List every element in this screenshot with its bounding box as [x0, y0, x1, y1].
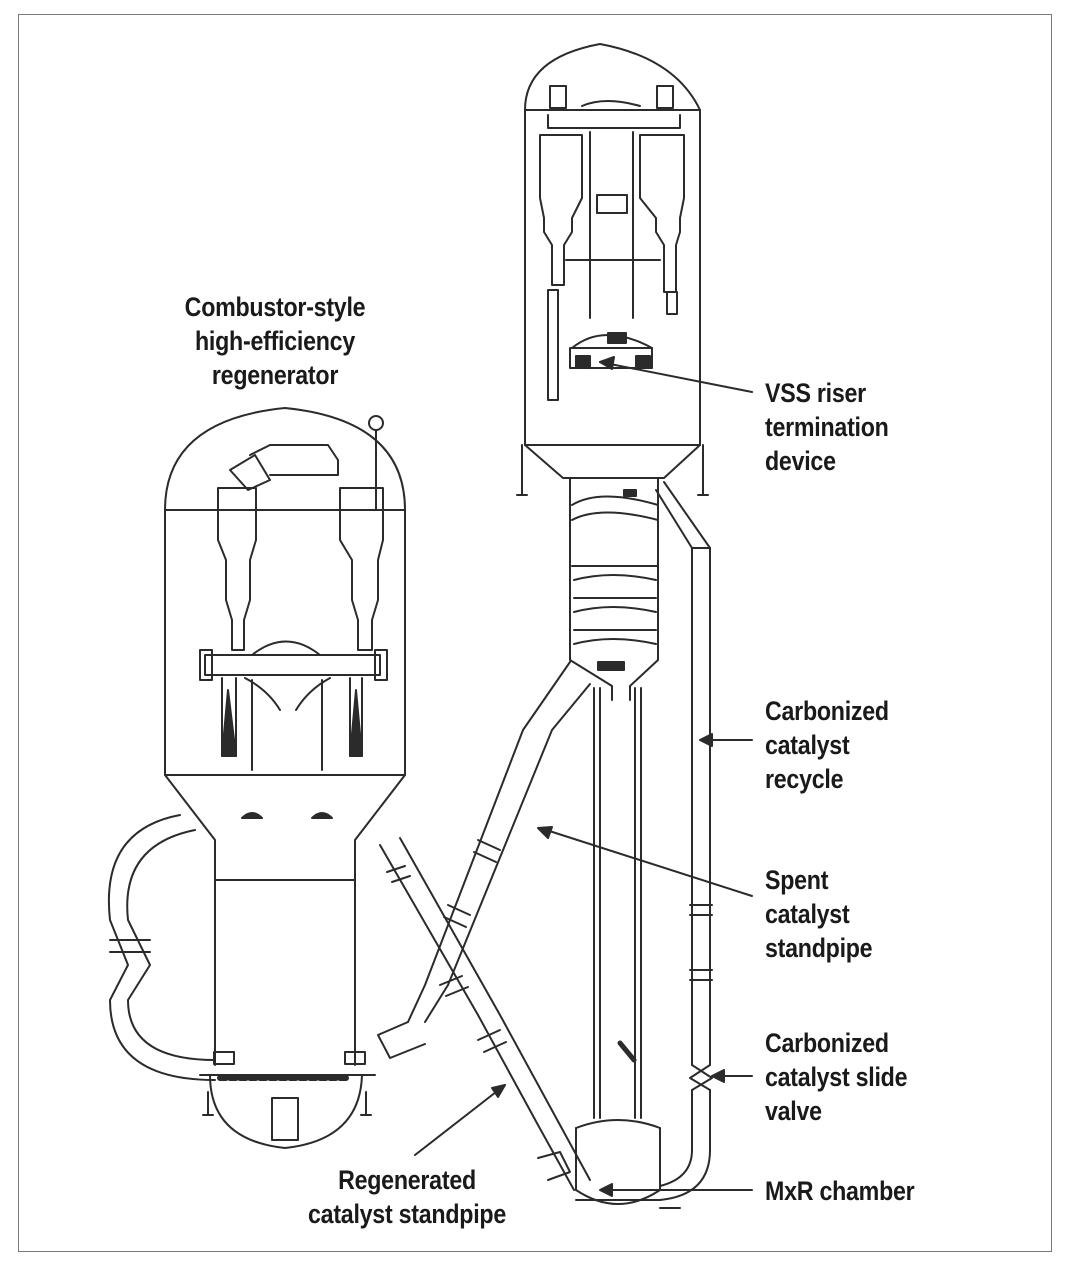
label-line: device: [765, 446, 836, 476]
carbonized-catalyst-recycle-pipe: [655, 481, 713, 1201]
figure-frame: [18, 14, 1052, 1252]
label-line: catalyst standpipe: [308, 1199, 506, 1229]
label-line: high-efficiency: [195, 326, 355, 356]
regenerator-vessel: [107, 407, 406, 1149]
reactor-vessel: [516, 43, 709, 496]
label-carbonized-catalyst-slide-valve: Carbonized catalyst slide valve: [765, 1026, 908, 1128]
spent-catalyst-standpipe: [377, 661, 591, 1059]
label-line: Regenerated: [338, 1165, 476, 1195]
label-spent-catalyst-standpipe: Spent catalyst standpipe: [765, 863, 873, 965]
label-line: recycle: [765, 764, 844, 794]
label-mxr-chamber: MxR chamber: [765, 1174, 915, 1208]
label-line: MxR chamber: [765, 1176, 915, 1206]
riser: [593, 687, 642, 1119]
label-line: standpipe: [765, 933, 873, 963]
label-line: regenerator: [211, 360, 339, 390]
label-line: Carbonized: [765, 696, 889, 726]
label-line: Spent: [765, 865, 829, 895]
regenerated-catalyst-standpipe: [379, 837, 591, 1191]
label-leaders: [414, 356, 753, 1197]
label-line: catalyst slide: [765, 1062, 908, 1092]
label-line: Carbonized: [765, 1028, 889, 1058]
label-line: catalyst: [765, 730, 850, 760]
label-line: catalyst: [765, 899, 850, 929]
label-regenerator: Combustor-style high-efficiency regenera…: [176, 290, 374, 392]
stripper-section: [569, 477, 659, 701]
label-line: Combustor-style: [184, 292, 366, 322]
label-regenerated-catalyst-standpipe: Regenerated catalyst standpipe: [291, 1163, 523, 1231]
label-line: termination: [765, 412, 889, 442]
label-line: VSS riser: [765, 378, 866, 408]
mxr-chamber: [575, 1119, 681, 1209]
label-carbonized-catalyst-recycle: Carbonized catalyst recycle: [765, 694, 889, 796]
label-line: valve: [765, 1096, 822, 1126]
label-vss-riser-termination: VSS riser termination device: [765, 376, 889, 478]
